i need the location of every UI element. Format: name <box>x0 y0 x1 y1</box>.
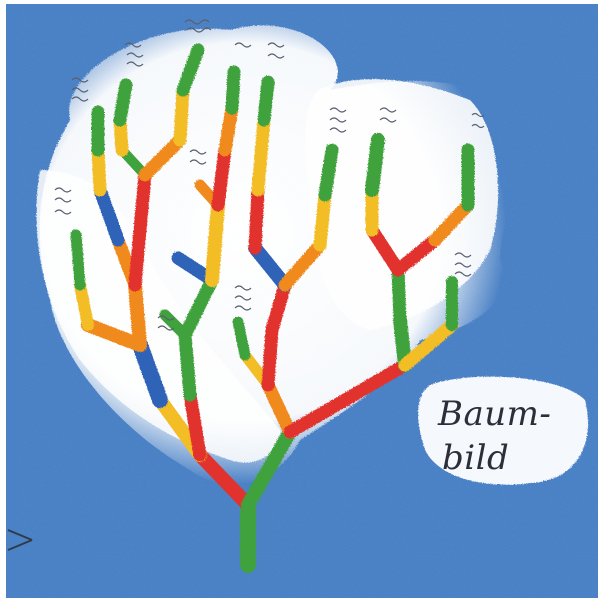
caption-line-1: Baum- <box>438 392 588 436</box>
branch-segment <box>185 335 190 395</box>
branch-segment <box>268 330 272 385</box>
branch-tip <box>120 85 126 120</box>
branch-segment <box>258 120 264 190</box>
branch-tip <box>264 82 268 120</box>
branch-segment <box>255 190 258 248</box>
caption-line-2: bild <box>438 436 588 480</box>
branch-segment <box>212 205 218 280</box>
branch-segment <box>140 175 145 230</box>
branch-tip <box>372 140 378 190</box>
caption-handwriting: Baum- bild <box>438 392 588 480</box>
branch-segment <box>320 195 325 245</box>
branch-segment <box>398 270 400 320</box>
branch-tip <box>232 72 234 108</box>
branch-tip <box>238 322 245 355</box>
branch-segment <box>218 150 225 205</box>
branch-tip <box>325 150 332 195</box>
branch-segment <box>80 285 88 325</box>
branch-segment <box>180 90 183 140</box>
branch-segment <box>135 230 140 285</box>
branch-tip <box>76 235 80 285</box>
